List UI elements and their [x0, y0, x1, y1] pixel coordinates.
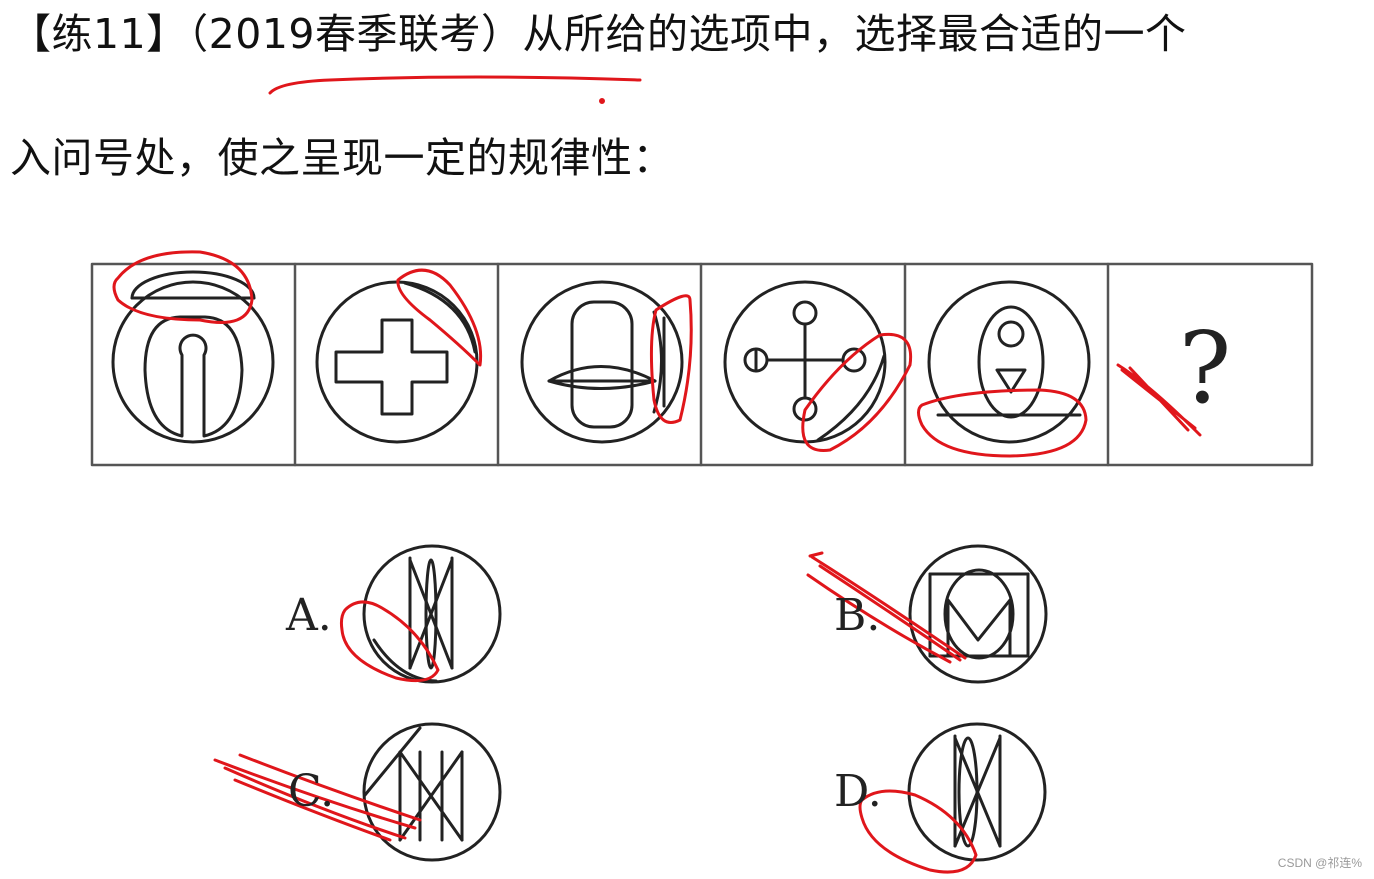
underline-annotation — [268, 75, 642, 95]
circle-annotation-5 — [917, 388, 1088, 458]
circle-annotation-3 — [649, 294, 693, 424]
option-c-figure — [362, 722, 502, 862]
sequence-figure-5 — [927, 280, 1091, 444]
question-line-2: 入问号处，使之呈现一定的规律性： — [10, 134, 674, 182]
circle-annotation-2 — [396, 268, 483, 367]
option-c-label: C. — [288, 766, 335, 817]
dot-annotation — [599, 98, 605, 104]
option-d-label: D. — [834, 766, 882, 817]
option-a-figure — [362, 544, 502, 684]
strike-annotation-option-c — [213, 753, 422, 842]
circle-annotation-option-a — [339, 600, 440, 683]
option-d-figure — [907, 722, 1047, 862]
circle-annotation-4 — [801, 332, 913, 452]
option-a-label: A. — [286, 590, 332, 641]
circle-annotation-1 — [112, 250, 254, 324]
question-line-1: 【练11】（2019春季联考）从所给的选项中，选择最合适的一个 — [10, 10, 1187, 58]
option-b-label: B. — [834, 590, 881, 641]
sequence-figure-3 — [520, 280, 684, 444]
sequence-figure-1 — [111, 270, 275, 444]
sequence-figure-2 — [315, 280, 479, 444]
circle-annotation-option-d — [858, 789, 978, 874]
option-b-figure — [908, 544, 1048, 684]
unknown-question-mark: ? — [1179, 312, 1232, 426]
strike-annotation-option-b — [806, 551, 967, 664]
check-annotation — [1116, 363, 1202, 437]
watermark: CSDN @祁连% — [1277, 856, 1362, 870]
